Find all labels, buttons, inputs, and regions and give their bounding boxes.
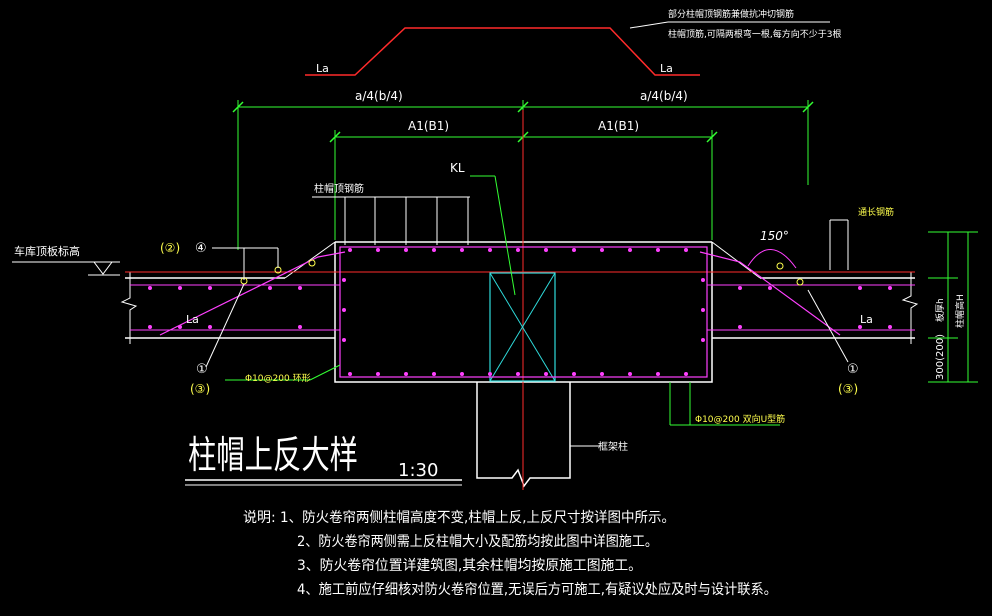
- dim-slab-h: 板厚h: [934, 298, 946, 322]
- label-garage-roof: 车库顶板标高: [14, 244, 80, 258]
- la-top-right: La: [660, 62, 673, 75]
- bent-bar-detail: La La 部分柱帽顶钢筋兼做抗冲切钢筋 柱帽顶筋,可隔两根弯一根,每方向不少于…: [305, 8, 841, 76]
- label-cap-top-bars: 柱帽顶钢筋: [314, 182, 364, 195]
- dim-a1-left: A1(B1): [408, 119, 449, 133]
- label-ring-stirrup: Φ10@200 环形: [245, 372, 311, 384]
- labels: 柱帽顶钢筋 KL 通长钢筋 150° 车库顶板标高 (②) ④ ① (③) ① …: [14, 161, 894, 453]
- label-la-right: La: [860, 313, 873, 326]
- top-note-line1: 部分柱帽顶钢筋兼做抗冲切钢筋: [668, 8, 794, 20]
- label-la-left: La: [186, 313, 199, 326]
- title-main: 柱帽上反大样: [188, 433, 358, 477]
- dimension-lines: a/4(b/4) a/4(b/4) A1(B1) A1(B1) 板厚h 柱帽高H…: [232, 89, 978, 383]
- dim-a4-right: a/4(b/4): [640, 89, 688, 103]
- label-left-circle-3: (③): [190, 382, 210, 396]
- dim-a1-right: A1(B1): [598, 119, 639, 133]
- top-note-line2: 柱帽顶筋,可隔两根弯一根,每方向不少于3根: [668, 28, 841, 40]
- drawing-title: 柱帽上反大样 1:30: [185, 433, 462, 486]
- leader-lines: [205, 175, 849, 447]
- label-left-circle-2: (②): [160, 241, 180, 255]
- notes: 说明: 1、防火卷帘两侧柱帽高度不变,柱帽上反,上反尺寸按详图中所示。 2、防火…: [243, 509, 777, 598]
- label-through-bars: 通长钢筋: [858, 206, 894, 218]
- center-lines: [125, 110, 915, 490]
- label-angle: 150°: [760, 229, 789, 243]
- label-frame-column: 框架柱: [598, 440, 628, 453]
- rebar: [130, 246, 915, 378]
- dim-offset: 300(200): [935, 334, 946, 380]
- la-top-left: La: [316, 62, 329, 75]
- label-u-bars: Φ10@200 双向U型筋: [695, 413, 785, 425]
- label-right-circle-3: (③): [838, 382, 858, 396]
- note-item: 1、防火卷帘两侧柱帽高度不变,柱帽上反,上反尺寸按详图中所示。: [280, 509, 675, 526]
- note-item: 3、防火卷帘位置详建筑图,其余柱帽均按原施工图施工。: [297, 557, 642, 574]
- label-left-circle-4: ④: [195, 241, 207, 256]
- concrete-outline: [12, 241, 919, 488]
- label-left-circle-1: ①: [196, 362, 208, 377]
- note-item: 2、防火卷帘两侧需上反柱帽大小及配筋均按此图中详图施工。: [297, 533, 658, 550]
- label-right-circle-1: ①: [847, 362, 859, 377]
- dim-a4-left: a/4(b/4): [355, 89, 403, 103]
- dim-cap-h: 柱帽高H: [954, 294, 966, 328]
- title-scale: 1:30: [398, 460, 438, 481]
- column-section: [489, 272, 556, 382]
- notes-prefix: 说明:: [243, 510, 276, 526]
- label-kl: KL: [450, 161, 465, 175]
- note-item: 4、施工前应仔细核对防火卷帘位置,无误后方可施工,有疑议处应及时与设计联系。: [297, 581, 777, 598]
